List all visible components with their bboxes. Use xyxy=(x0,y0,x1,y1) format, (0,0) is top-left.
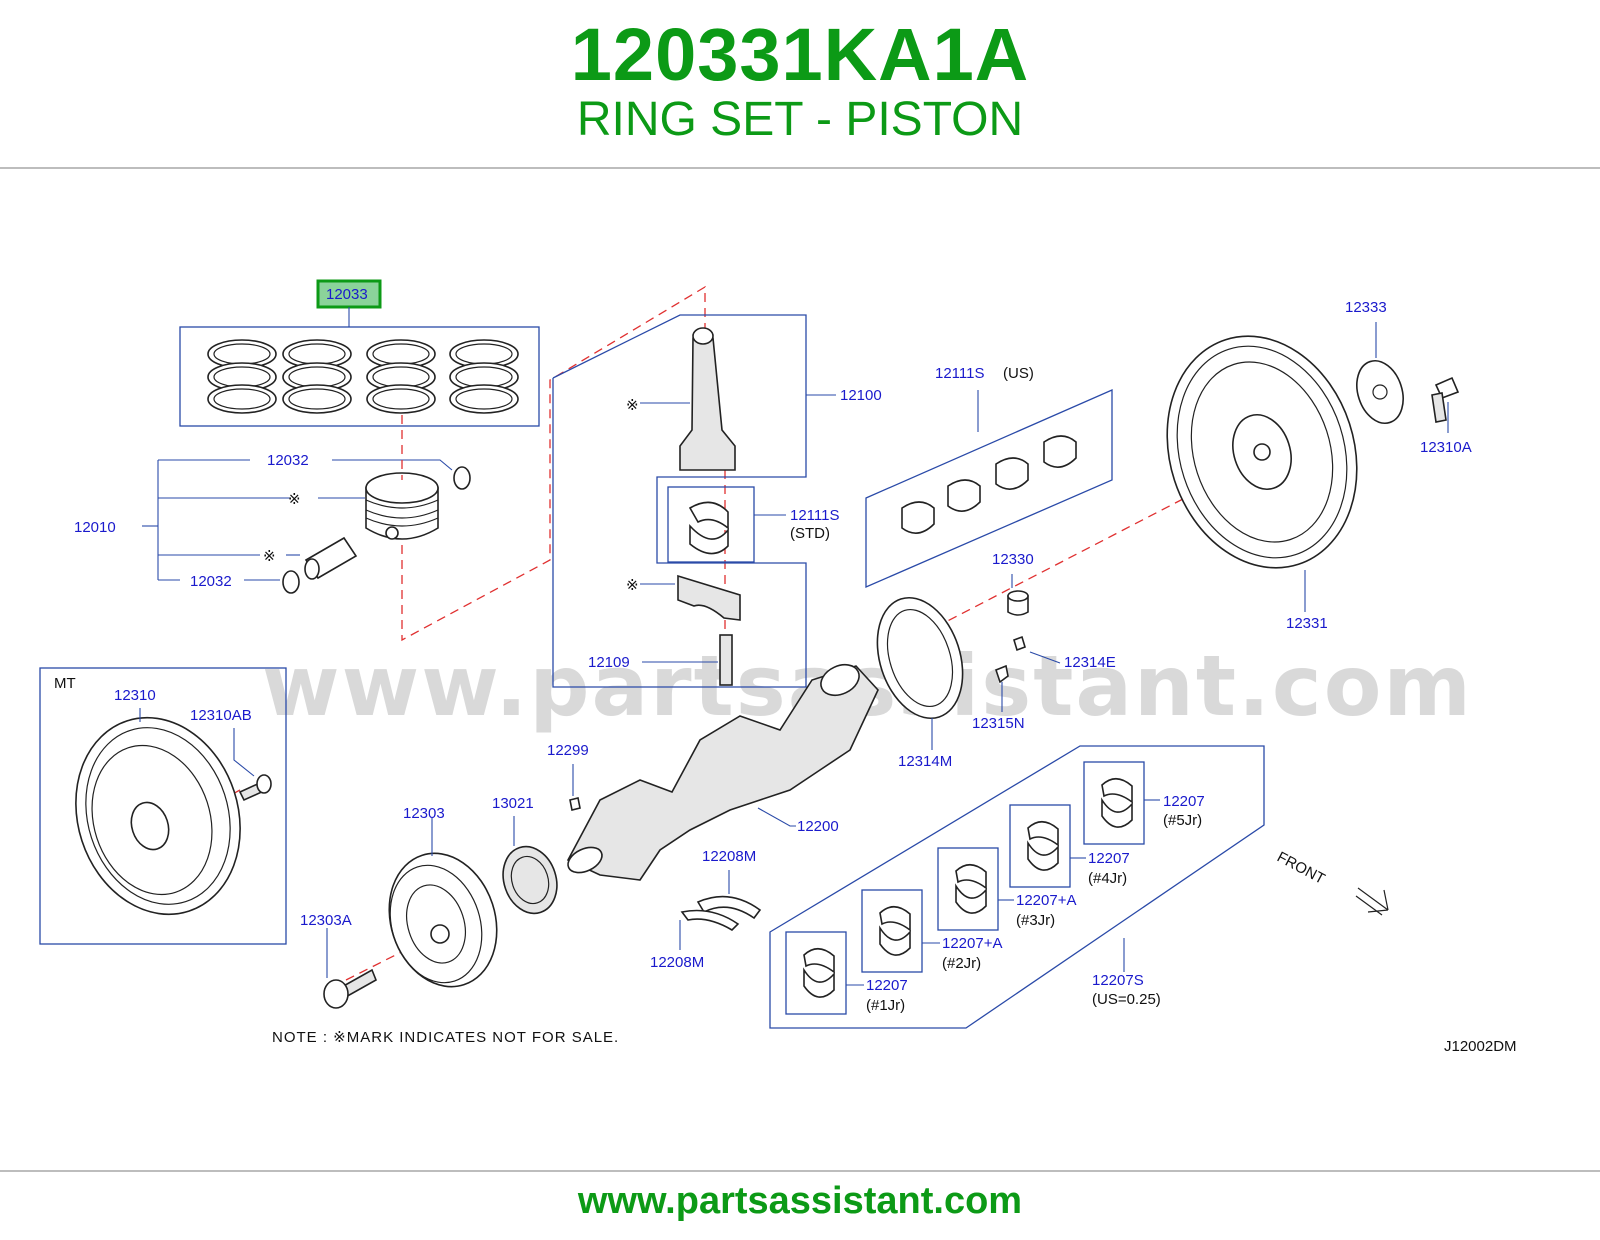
not-for-sale-mark-cap: ※ xyxy=(626,577,639,594)
callout-12100[interactable]: 12100 xyxy=(840,387,882,404)
drive-plate-group: 12331 12333 12310A xyxy=(1166,299,1472,632)
callout-12111s-std-sub: (STD) xyxy=(790,525,830,542)
callout-12310[interactable]: 12310 xyxy=(114,687,156,704)
callout-12315n[interactable]: 12315N xyxy=(972,715,1025,732)
conrod-bearing-us-group: 12111S (US) xyxy=(865,365,1113,588)
callout-12032-bottom[interactable]: 12032 xyxy=(190,573,232,590)
callout-12310a[interactable]: 12310A xyxy=(1420,439,1472,456)
part-number-title: 120331KA1A xyxy=(570,13,1030,96)
crank-sprocket xyxy=(502,845,558,915)
callout-12330[interactable]: 12330 xyxy=(992,551,1034,568)
callout-12310ab[interactable]: 12310AB xyxy=(190,707,252,724)
callout-12208m-top[interactable]: 12208M xyxy=(702,848,756,865)
main-bearing-box-1 xyxy=(785,931,847,1015)
conrod-bolt xyxy=(719,634,733,686)
snap-ring-top xyxy=(453,466,471,490)
callout-12314m[interactable]: 12314M xyxy=(898,753,952,770)
reinforcement-plate xyxy=(1356,360,1404,424)
callout-12207-1jr-sub: (#1Jr) xyxy=(866,997,905,1014)
piston-crown xyxy=(365,472,439,504)
conrod-bearing-lower xyxy=(689,523,729,555)
piston-ring-stack-4 xyxy=(449,339,519,414)
crankshaft xyxy=(566,665,879,881)
callout-12111s-us[interactable]: 12111S xyxy=(935,365,985,382)
callout-12208m-bottom[interactable]: 12208M xyxy=(650,954,704,971)
crank-pulley-group: 12303 12303A xyxy=(300,805,498,1009)
not-for-sale-mark-pin: ※ xyxy=(263,548,276,565)
callout-12032-top[interactable]: 12032 xyxy=(267,452,309,469)
dowel-pin xyxy=(1013,635,1026,652)
front-label: FRONT xyxy=(1274,849,1328,888)
footer-divider xyxy=(0,1170,1600,1172)
callout-12207-5jr[interactable]: 12207 xyxy=(1163,793,1205,810)
thrust-washer-upper xyxy=(696,895,762,920)
front-arrow-icon xyxy=(1355,887,1389,916)
main-bearing-box-5 xyxy=(1083,761,1145,845)
piston-ring-set-group: 12033 xyxy=(179,279,540,427)
callout-12207-1jr[interactable]: 12207 xyxy=(866,977,908,994)
callout-12111s-std[interactable]: 12111S xyxy=(790,507,840,524)
callout-12010[interactable]: 12010 xyxy=(74,519,116,536)
header-divider xyxy=(0,167,1600,169)
conrod-bearing-std-box xyxy=(667,486,755,563)
piston-ring-stack-2 xyxy=(282,339,352,414)
crank-sprocket-group: 13021 xyxy=(492,795,558,915)
callout-12303[interactable]: 12303 xyxy=(403,805,445,822)
callout-12207a-3jr[interactable]: 12207+A xyxy=(1016,892,1076,909)
callout-12299[interactable]: 12299 xyxy=(547,742,589,759)
signal-plate-bolt xyxy=(995,664,1009,684)
conrod-bearing-upper xyxy=(688,501,729,530)
crank-pulley xyxy=(388,852,498,988)
thrust-washer-lower xyxy=(680,909,740,932)
callout-12314e[interactable]: 12314E xyxy=(1064,654,1116,671)
callout-13021[interactable]: 13021 xyxy=(492,795,534,812)
page-header: 120331KA1A RING SET - PISTON xyxy=(0,0,1600,170)
ring-set-box xyxy=(179,326,540,427)
main-bearing-group: 12207 (#1Jr) 12207+A (#2Jr) 12207+A (#3J… xyxy=(769,745,1265,1029)
callout-12207a-3jr-sub: (#3Jr) xyxy=(1016,912,1055,929)
callout-12207s-sub: (US=0.25) xyxy=(1092,991,1161,1008)
callout-12207a-2jr-sub: (#2Jr) xyxy=(942,955,981,972)
mt-label: MT xyxy=(54,675,76,692)
crankshaft-group: 12200 12299 12208M 12208M xyxy=(547,663,879,971)
connecting-rod xyxy=(679,330,736,471)
connecting-rod-group: 12100 ※ ※ 12109 12111S (STD) xyxy=(552,314,882,688)
conrod-box xyxy=(552,314,807,688)
mt-flywheel-group: MT 12310 12310AB xyxy=(39,667,287,945)
callout-12109[interactable]: 12109 xyxy=(588,654,630,671)
footer-url[interactable]: www.partsassistant.com xyxy=(577,1180,1023,1222)
callout-12111s-us-sub: (US) xyxy=(1003,365,1034,382)
callout-12033[interactable]: 12033 xyxy=(326,286,368,303)
signal-plate xyxy=(876,596,964,720)
callout-12207a-2jr[interactable]: 12207+A xyxy=(942,935,1002,952)
main-bearing-box xyxy=(769,745,1265,1029)
not-for-sale-note: NOTE : ※MARK INDICATES NOT FOR SALE. xyxy=(272,1029,619,1046)
part-name-subtitle: RING SET - PISTON xyxy=(576,93,1024,146)
conrod-bearing-us-box xyxy=(865,389,1113,588)
callout-12207s[interactable]: 12207S xyxy=(1092,972,1144,989)
piston-ring-stack-3 xyxy=(366,339,436,414)
signal-plate-group: 12330 12314E 12315N 12314M xyxy=(876,551,1116,770)
snap-ring-bottom xyxy=(282,570,300,594)
callout-12207-4jr[interactable]: 12207 xyxy=(1088,850,1130,867)
main-bearing-box-4 xyxy=(1009,804,1071,888)
front-indicator: FRONT xyxy=(1274,849,1389,916)
diagram-code: J12002DM xyxy=(1444,1038,1517,1055)
not-for-sale-mark-conrod: ※ xyxy=(626,397,639,414)
not-for-sale-mark-piston: ※ xyxy=(288,491,301,508)
woodruff-key xyxy=(569,797,581,811)
main-bearing-box-2 xyxy=(861,889,923,973)
callout-12333[interactable]: 12333 xyxy=(1345,299,1387,316)
main-bearing-box-3 xyxy=(937,847,999,931)
conrod-cap xyxy=(677,574,741,621)
callout-12331[interactable]: 12331 xyxy=(1286,615,1328,632)
mt-flywheel-box xyxy=(39,667,287,945)
callout-12200[interactable]: 12200 xyxy=(797,818,839,835)
callout-12303a[interactable]: 12303A xyxy=(300,912,352,929)
callout-12207-4jr-sub: (#4Jr) xyxy=(1088,870,1127,887)
piston-assembly-group: 12010 12032 12032 ※ ※ xyxy=(74,452,471,594)
callout-12207-5jr-sub: (#5Jr) xyxy=(1163,812,1202,829)
piston-ring-stack-1 xyxy=(207,339,277,414)
